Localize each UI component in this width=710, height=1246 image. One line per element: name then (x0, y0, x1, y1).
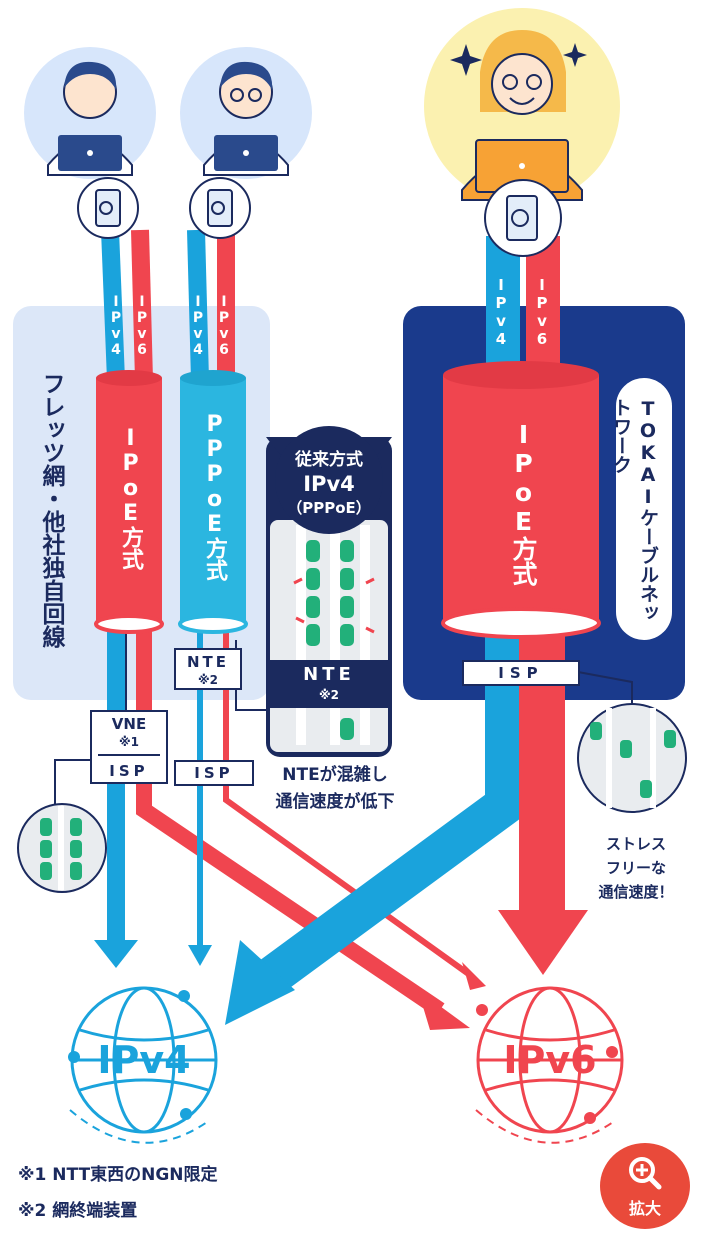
globe-ipv4-label: IPv4 (97, 1038, 191, 1082)
conventional-method-title: 従来方式 IPv4 （PPPoE） (287, 450, 371, 517)
tokai-ipoe-tunnel (441, 361, 601, 639)
nte-box: NTE ※2 (174, 648, 242, 690)
magnifier-plus-icon (629, 1157, 662, 1190)
ipv4-globe-icon (68, 986, 218, 1144)
zoom-button[interactable]: 拡大 (600, 1143, 690, 1229)
zoom-button-label: 拡大 (628, 1199, 661, 1218)
tokai-ipv6-line (498, 600, 633, 975)
router-icon (484, 179, 562, 257)
tokai-upper-cables (486, 236, 560, 376)
tokai-ipoe-label: IPoE方式 (509, 420, 538, 586)
cable-label-ipv6: IPv6 (533, 276, 551, 348)
sparkle-icon (563, 43, 587, 67)
cable-label-ipv6: IPv6 (216, 294, 232, 358)
flets-ipoe-label: IPoE方式 (118, 426, 143, 570)
footnote-2: ※2 網終端装置 (18, 1201, 138, 1221)
conventional-congestion-panel (266, 426, 392, 757)
nte-congested-mark: ※2 (318, 688, 339, 702)
user-1-illustration (24, 47, 156, 179)
nte-congestion-caption: NTEが混雑し 通信速度が低下 (275, 765, 395, 812)
cable-label-ipv4: IPv4 (492, 276, 510, 348)
pppoe-tunnel (178, 370, 248, 634)
sparkle-icon (450, 44, 482, 76)
happy-user-illustration (424, 8, 620, 204)
flets-traffic-closeup (17, 803, 107, 893)
tokai-traffic-closeup (577, 703, 687, 813)
ipv6-globe-icon (475, 986, 624, 1144)
cable-label-ipv6: IPv6 (134, 294, 150, 358)
flets-upper-cables (101, 229, 235, 381)
footnote-1: ※1 NTT東西のNGN限定 (18, 1165, 218, 1185)
router-icon (77, 177, 139, 239)
flets-line-label: フレッツ網・他社独自回線 (38, 372, 64, 648)
user-2-illustration (180, 47, 312, 179)
tokai-isp-box: ISP (462, 660, 580, 686)
globe-ipv6-label: IPv6 (503, 1038, 597, 1082)
nte-congested-label: NTE (303, 664, 355, 685)
router-icon (189, 177, 251, 239)
tokai-network-label: TOKAIケーブルネットワーク (610, 398, 659, 622)
vne-isp-box: VNE ※1 ISP (90, 710, 168, 784)
cable-label-ipv4: IPv4 (108, 294, 124, 358)
pppoe-label: PPPoE方式 (202, 412, 227, 581)
stress-free-caption: ストレス フリーな 通信速度！ (598, 835, 674, 901)
pppoe-isp-box: ISP (174, 760, 254, 786)
cable-label-ipv4: IPv4 (190, 294, 206, 358)
flets-ipoe-tunnel (94, 370, 164, 634)
tokai-label-pill (616, 378, 672, 640)
